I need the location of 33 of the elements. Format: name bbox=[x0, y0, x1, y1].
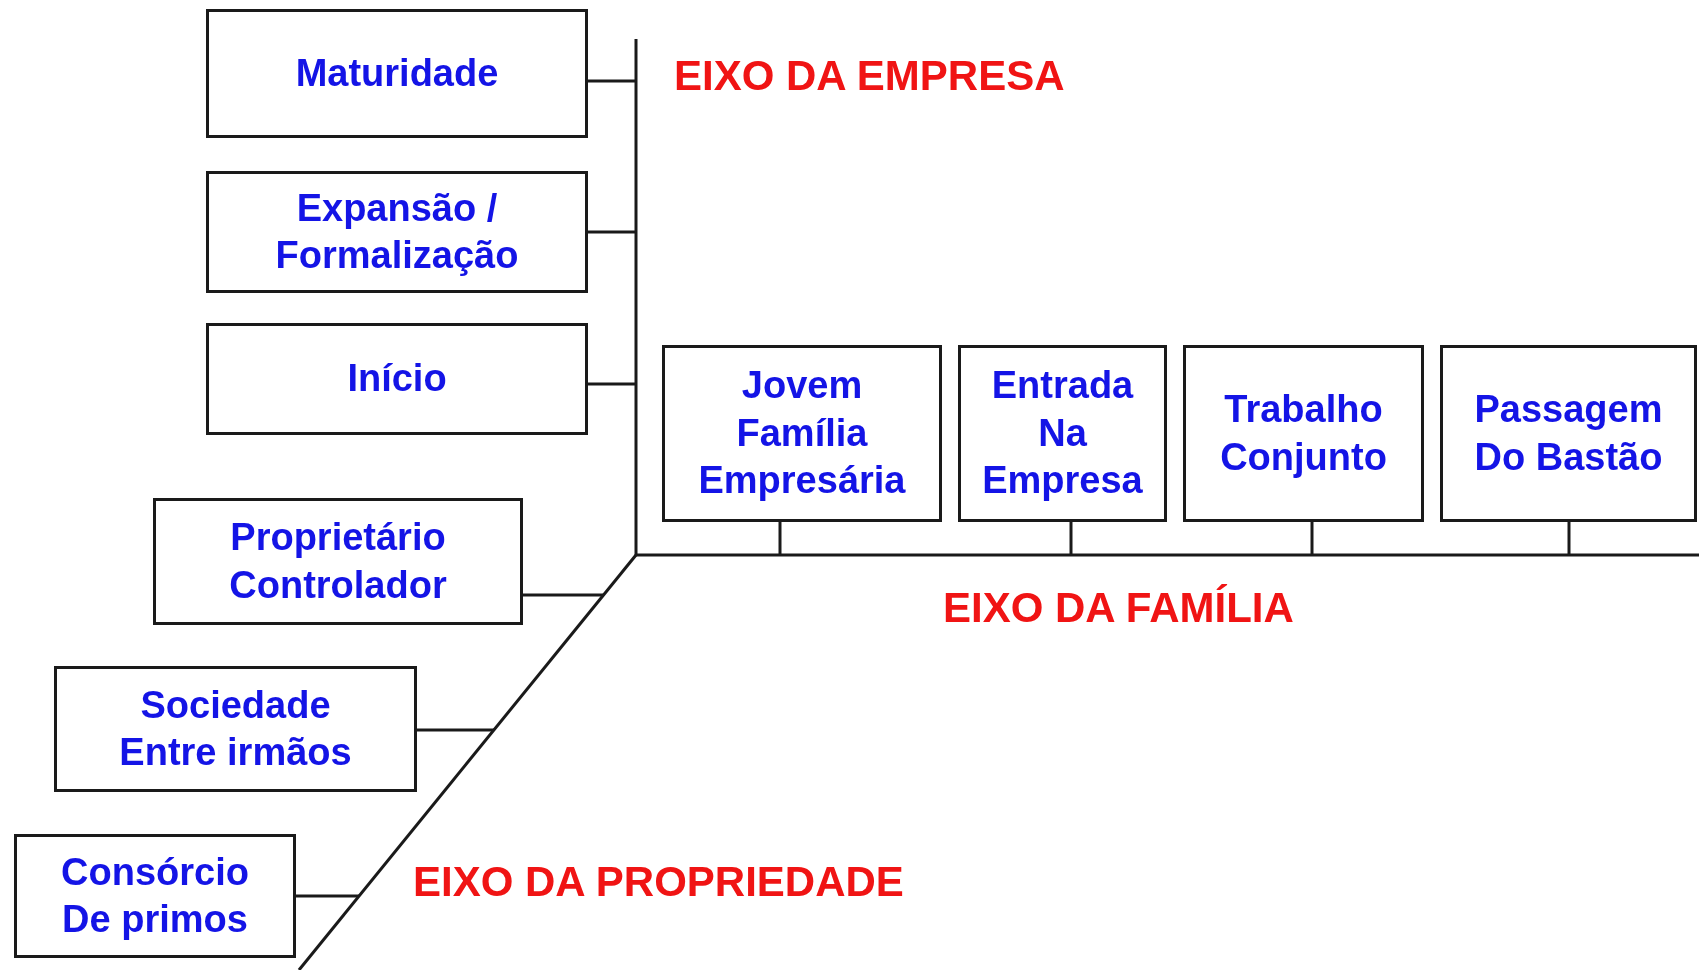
stage-text: Proprietário Controlador bbox=[228, 515, 448, 608]
leader-line bbox=[523, 593, 604, 597]
stage-text: Início bbox=[347, 356, 447, 402]
stage-text: Maturidade bbox=[295, 50, 499, 96]
stage-box bbox=[206, 9, 588, 138]
stage-box bbox=[54, 666, 417, 792]
leader-line bbox=[417, 728, 494, 732]
stage-text: Expansão / Formalização bbox=[274, 185, 520, 278]
stage-box bbox=[14, 834, 296, 958]
axis-label: EIXO DA EMPRESA bbox=[674, 52, 1065, 100]
stage-box bbox=[958, 345, 1167, 522]
stage-box bbox=[153, 498, 523, 625]
leader-line bbox=[1567, 522, 1571, 555]
stage-text: Jovem Família Empresária bbox=[697, 363, 907, 504]
leader-line bbox=[1069, 522, 1073, 555]
leader-line bbox=[588, 382, 636, 386]
stage-box bbox=[1440, 345, 1697, 522]
stage-box bbox=[206, 323, 588, 435]
stage-box bbox=[1183, 345, 1424, 522]
leader-line bbox=[588, 79, 636, 83]
leader-line bbox=[778, 522, 782, 555]
stage-text: Passagem Do Bastão bbox=[1473, 387, 1664, 480]
stage-text: Consórcio De primos bbox=[60, 849, 250, 942]
stage-text: Sociedade Entre irmãos bbox=[118, 682, 353, 775]
axis-label: EIXO DA PROPRIEDADE bbox=[413, 858, 904, 906]
axis-label: EIXO DA FAMÍLIA bbox=[943, 584, 1294, 632]
stage-box bbox=[662, 345, 942, 522]
leader-line bbox=[1310, 522, 1314, 555]
stage-text: Trabalho Conjunto bbox=[1219, 387, 1388, 480]
leader-line bbox=[588, 230, 636, 234]
stage-text: Entrada Na Empresa bbox=[981, 363, 1144, 504]
leader-line bbox=[296, 894, 359, 898]
stage-box bbox=[206, 171, 588, 293]
